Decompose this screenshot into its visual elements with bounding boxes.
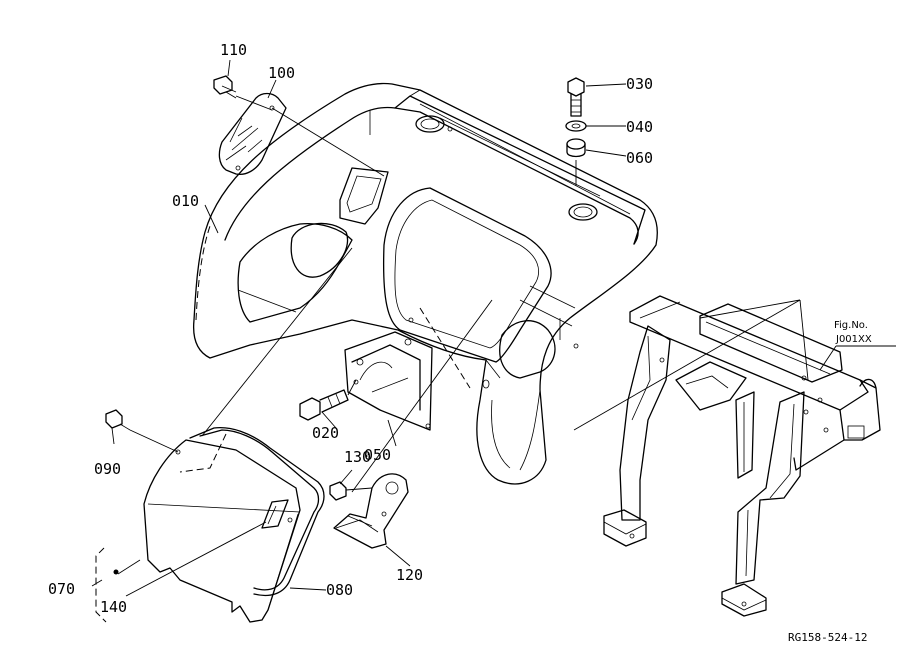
leader-line [201,247,353,437]
bolt-130 [329,469,353,501]
hook-bracket [333,299,493,567]
side-cover-panel [91,433,301,623]
side-bracket [189,426,327,597]
fig-no-caption: Fig.No. [834,320,868,331]
bolt-020 [299,379,357,429]
cover-plate [218,79,385,177]
figure-reference: RG158-524-12 [788,631,867,644]
callout-010: 010 [172,192,199,210]
callout-040: 040 [626,118,653,136]
rops-frame [573,295,896,617]
callout-110: 110 [220,41,247,59]
callout-080: 080 [326,581,353,599]
instrument-panel-housing [192,82,658,485]
callout-030: 030 [626,75,653,93]
fig-no-value: J001XX [835,334,872,345]
callout-130: 130 [344,448,371,466]
callout-060: 060 [626,149,653,167]
callout-070: 070 [48,580,75,598]
bolt-washer-spacer-stack [565,77,627,186]
callout-020: 020 [312,424,339,442]
callout-120: 120 [396,566,423,584]
callout-140: 140 [100,598,127,616]
callout-090: 090 [94,460,121,478]
callout-100: 100 [268,64,295,82]
mounting-bracket [344,331,433,447]
bolt-110 [213,59,273,111]
callout-050: 050 [364,446,391,464]
bolt-090 [105,409,179,453]
